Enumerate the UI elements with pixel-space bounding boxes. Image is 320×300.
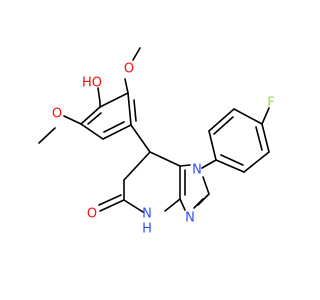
amide-nitrogen-label: N bbox=[142, 207, 152, 222]
bond bbox=[261, 123, 270, 153]
bond-c-f bbox=[261, 107, 270, 125]
hydroxyl-label: HO bbox=[82, 76, 102, 91]
molecule-structure: HO O O F N N N H O bbox=[38, 47, 275, 237]
bond bbox=[243, 151, 270, 173]
bond bbox=[255, 126, 263, 151]
bond bbox=[179, 164, 191, 167]
bond bbox=[133, 99, 137, 122]
bond bbox=[149, 151, 181, 167]
imidazole-n3-label: N bbox=[185, 211, 195, 226]
bond bbox=[179, 198, 186, 211]
bond bbox=[208, 108, 235, 132]
bond-o-ch3 bbox=[132, 47, 141, 61]
bond-c-o bbox=[63, 115, 82, 125]
bond bbox=[164, 198, 181, 212]
fluorine-label: F bbox=[267, 96, 274, 111]
bond bbox=[215, 159, 245, 173]
fluorophenyl-ring bbox=[208, 108, 270, 173]
imidazole-n1-label: N bbox=[192, 163, 202, 178]
phenol-ring bbox=[80, 92, 137, 140]
bond-carbonyl bbox=[98, 194, 122, 206]
bond bbox=[99, 92, 129, 108]
bond-aryl-c7 bbox=[130, 124, 151, 153]
imidazole-ring bbox=[179, 164, 210, 211]
bond bbox=[123, 199, 144, 213]
bond-c-o bbox=[124, 78, 129, 94]
bond bbox=[80, 106, 101, 125]
bond bbox=[103, 121, 125, 133]
bond-carbonyl bbox=[99, 199, 125, 212]
bond bbox=[80, 123, 104, 140]
bond bbox=[202, 176, 210, 195]
bond bbox=[220, 154, 244, 166]
bond bbox=[127, 92, 132, 126]
methoxy-oxygen-label: O bbox=[52, 107, 62, 122]
carbonyl-oxygen-label: O bbox=[87, 207, 97, 222]
bond bbox=[208, 130, 217, 161]
bond bbox=[87, 112, 102, 125]
molecule-diagram: HO O O F N N N H O bbox=[38, 47, 275, 237]
bond-o-ch3 bbox=[38, 127, 56, 144]
bond-n-aryl bbox=[201, 159, 217, 169]
bond bbox=[123, 151, 151, 181]
bond-c-oh bbox=[97, 87, 101, 103]
bond bbox=[102, 124, 132, 140]
bond bbox=[213, 116, 234, 135]
bond bbox=[193, 198, 204, 209]
pyridinone-ring bbox=[123, 151, 186, 213]
methoxy-oxygen-label: O bbox=[124, 62, 134, 77]
amide-hydrogen-label: H bbox=[142, 222, 152, 237]
bond bbox=[233, 108, 263, 125]
